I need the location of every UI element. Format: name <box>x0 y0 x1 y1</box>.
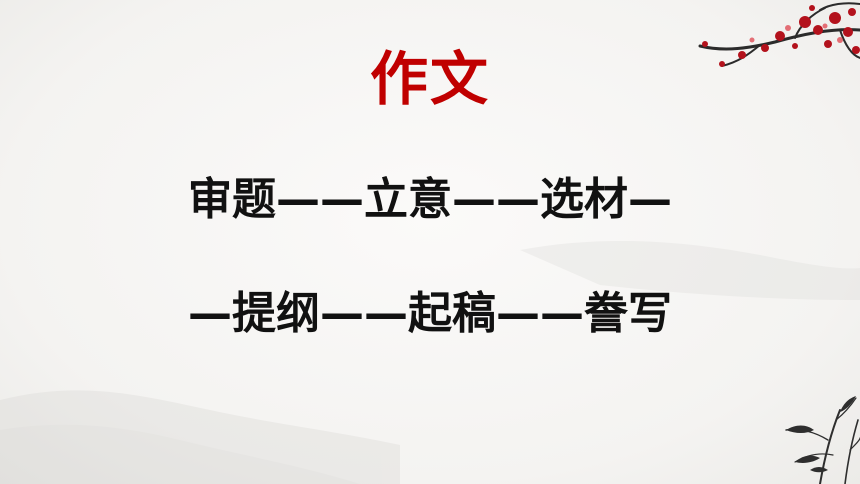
process-steps-line-2: —提纲——起稿——誊写 <box>188 288 672 339</box>
process-steps-line-1: 审题——立意——选材— <box>188 174 672 225</box>
slide-title: 作文 <box>369 45 490 113</box>
ink-wash-mountains <box>0 240 860 484</box>
plum-blossom-branch-icon <box>698 2 860 67</box>
bamboo-leaves <box>786 396 856 473</box>
